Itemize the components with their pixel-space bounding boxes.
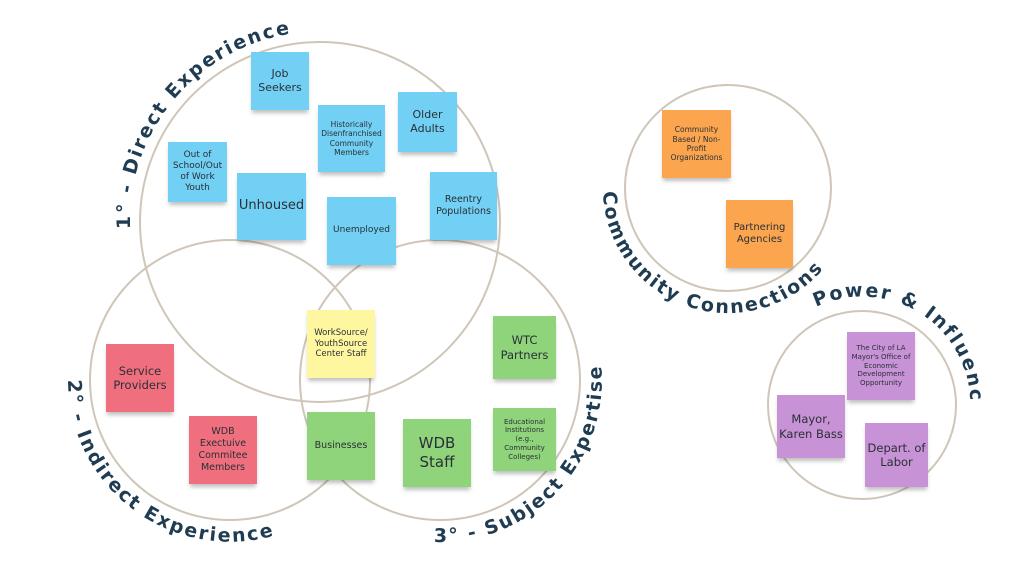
sticky-note-older-adults: Older Adults [398, 92, 457, 152]
sticky-note-educational-institutions: Educational Institutions (e.g., Communit… [493, 408, 556, 471]
sticky-note-businesses: Businesses [307, 412, 375, 480]
sticky-note-reentry-populations: Reentry Populations [430, 172, 497, 240]
direct-experience-circle [139, 41, 501, 403]
sticky-note-service-providers: Service Providers [106, 344, 174, 412]
sticky-note-mayor-karen-bass: Mayor, Karen Bass [777, 395, 845, 458]
sticky-note-unhoused: Unhoused [237, 173, 306, 240]
sticky-note-job-seekers: Job Seekers [251, 52, 309, 110]
sticky-note-partnering-agencies: Partnering Agencies [726, 200, 793, 268]
community-connections-label: Community Connections [598, 190, 828, 318]
sticky-note-city-of-la-office: The City of LA Mayor's Office of Economi… [847, 332, 915, 400]
indirect-experience-circle [89, 239, 371, 521]
sticky-note-historically-disenfranchised: Historically Disenfranchised Community M… [318, 105, 385, 172]
sticky-note-worksource-staff: WorkSource/ YouthSource Center Staff [307, 310, 375, 378]
sticky-note-out-of-school-youth: Out of School/Out of Work Youth [168, 142, 227, 202]
sticky-note-community-based-orgs: Community Based / Non-Profit Organizatio… [662, 110, 731, 178]
sticky-note-wdb-executive-committee: WDB Exectuive Commitee Members [189, 416, 257, 484]
sticky-note-wdb-staff: WDB Staff [403, 419, 471, 487]
sticky-note-wtc-partners: WTC Partners [493, 316, 556, 379]
subject-expertise-circle [299, 239, 581, 521]
sticky-note-department-of-labor: Depart. of Labor [865, 423, 928, 487]
community-connections-circle [624, 84, 832, 292]
sticky-note-unemployed: Unemployed [327, 197, 396, 265]
power-influence-circle [767, 310, 957, 500]
